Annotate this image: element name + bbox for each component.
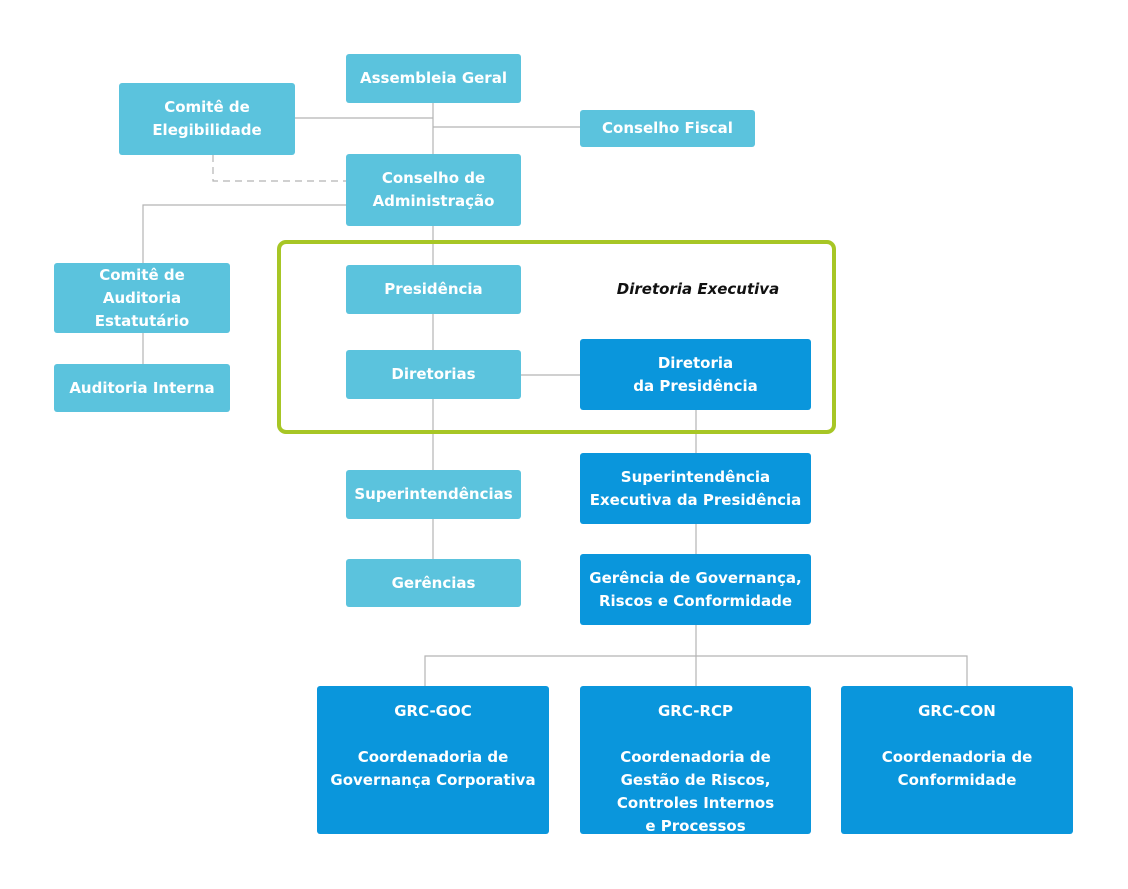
- connector-grc-split: [424, 655, 968, 686]
- auditoria-interna-box: Auditoria Interna: [54, 364, 230, 412]
- connector-elegibilidade-dashed: [212, 155, 346, 182]
- comite-auditoria-box: Comitê de Auditoria Estatutário: [54, 263, 230, 333]
- presidencia-box: Presidência: [346, 265, 521, 314]
- grc-con-box: GRC-CON Coordenadoria de Conformidade: [841, 686, 1073, 834]
- grc-con-description: Coordenadoria de Conformidade: [881, 748, 1033, 789]
- gerencia-grc-box: Gerência de Governança, Riscos e Conform…: [580, 554, 811, 625]
- grc-rcp-description: Coordenadoria de Gestão de Riscos, Contr…: [616, 748, 775, 835]
- superintendencia-executiva-box: Superintendência Executiva da Presidênci…: [580, 453, 811, 524]
- connector-auditoria: [142, 204, 346, 263]
- diretoria-executiva-frame: [277, 240, 836, 434]
- assembleia-geral-box: Assembleia Geral: [346, 54, 521, 103]
- gerencias-box: Gerências: [346, 559, 521, 607]
- diretoria-presidencia-box: Diretoria da Presidência: [580, 339, 811, 410]
- grc-goc-box: GRC-GOC Coordenadoria de Governança Corp…: [317, 686, 549, 834]
- grc-con-code: GRC-CON: [918, 702, 996, 720]
- comite-elegibilidade-box: Comitê de Elegibilidade: [119, 83, 295, 155]
- grc-goc-description: Coordenadoria de Governança Corporativa: [330, 748, 536, 789]
- grc-rcp-code: GRC-RCP: [658, 702, 733, 720]
- conselho-fiscal-box: Conselho Fiscal: [580, 110, 755, 147]
- superintendencias-box: Superintendências: [346, 470, 521, 519]
- grc-rcp-box: GRC-RCP Coordenadoria de Gestão de Risco…: [580, 686, 811, 835]
- diretorias-box: Diretorias: [346, 350, 521, 399]
- grc-goc-code: GRC-GOC: [394, 702, 472, 720]
- conselho-administracao-box: Conselho de Administração: [346, 154, 521, 226]
- diretoria-executiva-label: Diretoria Executiva: [616, 280, 780, 298]
